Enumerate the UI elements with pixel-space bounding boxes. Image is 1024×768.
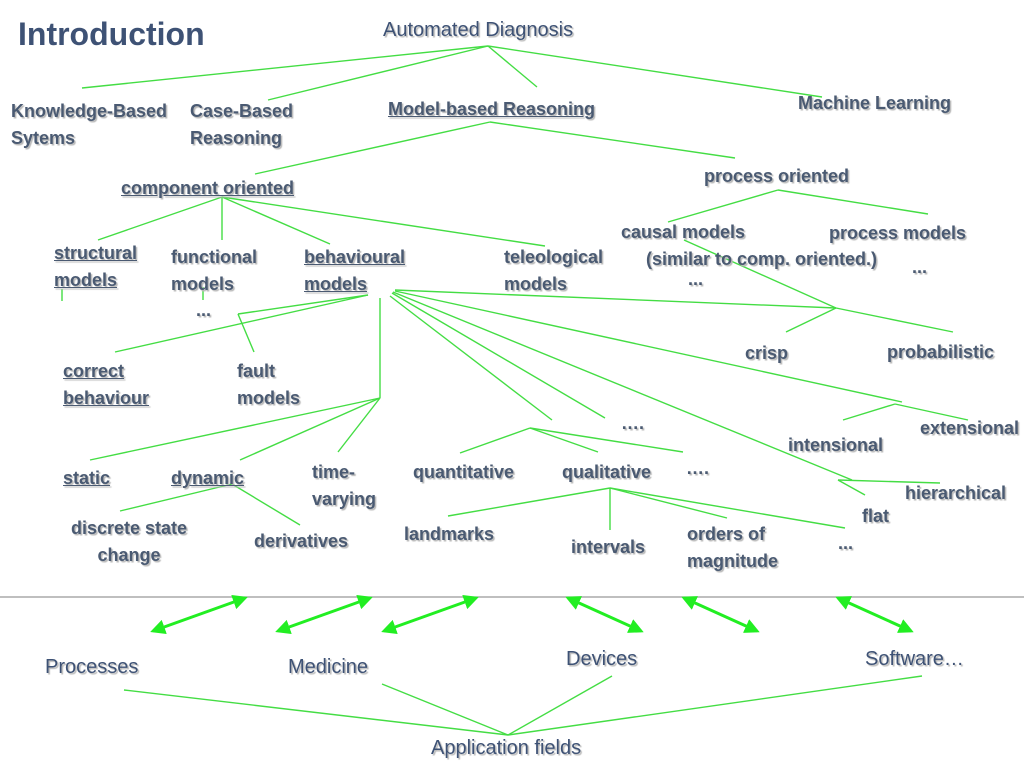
double-arrow	[150, 594, 248, 635]
node-structural-models[interactable]: structural models	[54, 243, 138, 290]
node-extensional: extensional	[920, 418, 1020, 438]
node-model-based-reasoning[interactable]: Model-based Reasoning	[388, 99, 596, 119]
node-fault-models: fault models	[237, 361, 301, 408]
node-qualitative-more: ...	[838, 533, 854, 553]
link-app-processes	[123, 689, 509, 736]
node-time-varying: time- varying	[312, 462, 377, 509]
double-arrow	[275, 594, 373, 635]
node-application-fields: Application fields	[431, 737, 582, 759]
link-component-structural	[97, 196, 223, 241]
node-correct-behaviour[interactable]: correct behaviour	[63, 361, 150, 408]
node-devices: Devices	[566, 648, 638, 670]
node-intensional: intensional	[788, 435, 884, 455]
link-q-qualitative	[529, 427, 599, 453]
link-split-crisp	[785, 307, 837, 333]
node-more-1: ….	[621, 413, 645, 433]
link-behav-more	[391, 292, 606, 419]
node-discrete-state-change: discrete state change	[71, 518, 188, 565]
link-app-devices	[507, 675, 613, 736]
node-quantitative: quantitative	[413, 462, 515, 482]
link-mbr-component	[254, 121, 491, 175]
link-qual-more	[609, 487, 846, 529]
node-process-oriented: process oriented	[704, 166, 850, 186]
node-processes: Processes	[45, 656, 139, 678]
link-time-timevarying	[337, 397, 381, 453]
link-root-kbs	[81, 45, 489, 89]
link-root-ml	[487, 45, 823, 98]
node-causal-note: (similar to comp. oriented.)	[646, 249, 878, 269]
node-case-based-reasoning: Case-Based Reasoning	[190, 101, 294, 148]
link-split2-extensional	[894, 403, 969, 421]
node-dynamic[interactable]: dynamic	[171, 468, 245, 488]
link-behav-quantitative	[389, 295, 553, 421]
node-medicine: Medicine	[288, 656, 369, 678]
node-automated-diagnosis: Automated Diagnosis	[383, 19, 574, 41]
node-process-more: ...	[912, 257, 928, 277]
link-split2-intensional	[842, 403, 896, 421]
link-qual-landmarks	[447, 487, 611, 517]
link-qual-orders	[609, 487, 728, 519]
node-teleological-models: teleological models	[504, 247, 604, 294]
link-behav-split	[394, 289, 837, 309]
link-fault-stem	[237, 313, 255, 353]
node-crisp: crisp	[745, 343, 789, 363]
node-software: Software…	[865, 648, 964, 670]
link-mbr-process	[489, 121, 736, 159]
slide-title: Introduction	[18, 16, 205, 52]
link-component-behavioural	[221, 196, 331, 245]
link-time-static	[89, 397, 381, 461]
link-dynamic-discrete	[119, 483, 233, 512]
node-knowledge-based-systems: Knowledge-Based Sytems	[11, 101, 168, 148]
node-process-models: process models	[829, 223, 967, 243]
node-derivatives: derivatives	[254, 531, 349, 551]
node-landmarks: landmarks	[404, 524, 495, 544]
link-split-prob	[835, 307, 954, 333]
node-causal-more: ...	[688, 269, 704, 289]
node-component-oriented[interactable]: component oriented	[121, 178, 295, 198]
node-functional-models: functional models	[171, 247, 257, 294]
link-split3-flat	[837, 479, 866, 496]
link-behav-hierarchical	[392, 291, 853, 481]
link-time-dynamic	[239, 397, 381, 461]
node-flat: flat	[862, 506, 889, 526]
double-arrow	[681, 596, 760, 633]
node-functional-more: ...	[196, 300, 212, 320]
link-app-software	[507, 675, 923, 736]
link-dynamic-derivatives	[231, 483, 301, 526]
link-process-causal	[667, 189, 779, 223]
node-machine-learning: Machine Learning	[798, 93, 952, 113]
double-arrow	[835, 596, 914, 633]
node-probabilistic: probabilistic	[887, 342, 995, 362]
link-component-teleological	[221, 196, 546, 247]
node-causal-models: causal models	[621, 222, 746, 242]
link-process-models	[777, 189, 929, 215]
link-behav-intensional	[394, 290, 903, 403]
node-hierarchical: hierarchical	[905, 483, 1007, 503]
node-qualitative: qualitative	[562, 462, 652, 482]
link-split3-hier	[837, 479, 941, 484]
node-intervals: intervals	[571, 537, 646, 557]
double-arrow	[565, 596, 644, 633]
node-orders-of-magnitude: orders of magnitude	[687, 524, 779, 571]
node-static[interactable]: static	[63, 468, 111, 488]
node-behavioural-models[interactable]: behavioural models	[304, 247, 406, 294]
link-behav-fault	[237, 294, 369, 315]
link-app-medicine	[381, 683, 509, 736]
link-q-more	[529, 427, 684, 453]
double-arrow	[381, 594, 479, 635]
link-causal-split	[683, 239, 837, 309]
link-q-quantitative	[459, 427, 531, 454]
node-more-2: ….	[686, 458, 710, 478]
link-root-mbr	[487, 45, 538, 88]
link-root-cbr	[267, 45, 489, 101]
